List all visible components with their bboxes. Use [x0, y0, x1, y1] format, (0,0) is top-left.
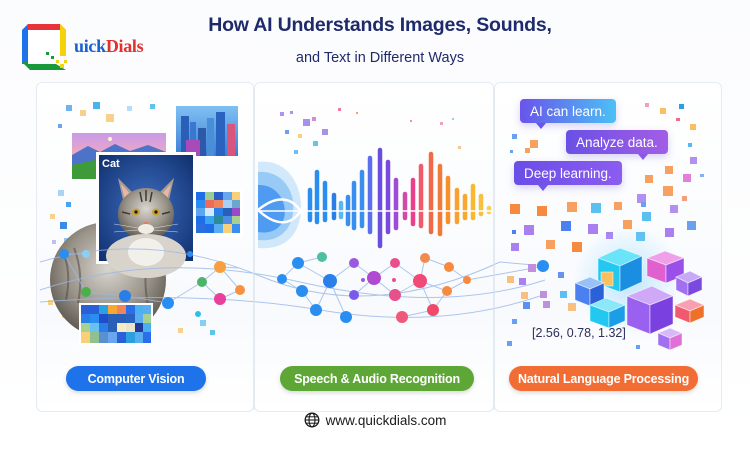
speech-bubble-1: AI can learn.	[520, 99, 616, 129]
logo-wordmark: uickDials	[74, 36, 144, 56]
nlp-node	[537, 260, 549, 272]
token-squares	[507, 103, 704, 349]
sound-wave-swirl	[257, 161, 331, 249]
embedding-vector: [2.56, 0.78, 1.32]	[532, 326, 626, 340]
audio-network-nodes	[277, 252, 471, 323]
label-nlp[interactable]: Natural Language Processing	[509, 366, 698, 391]
city-photo	[173, 103, 241, 159]
pixel-grid-bottom	[79, 303, 153, 346]
cat-face	[106, 178, 186, 278]
cv-network-nodes	[59, 249, 245, 317]
speech-bubble-3: Deep learning.	[514, 161, 622, 191]
footer: www.quickdials.com	[0, 412, 750, 428]
globe-icon	[304, 412, 320, 428]
pixel-grid-right	[193, 189, 243, 237]
label-computer-vision[interactable]: Computer Vision	[66, 366, 206, 391]
audio-bars	[307, 147, 492, 249]
audio-scatter-dots	[280, 108, 461, 154]
quickdials-logo[interactable]: uickDials	[20, 22, 170, 72]
cat-image-label: Cat	[102, 158, 120, 170]
speech-bubble-2: Analyze data.	[566, 130, 668, 160]
website-link[interactable]: www.quickdials.com	[325, 412, 447, 428]
page-title: How AI Understands Images, Sounds,	[208, 14, 552, 36]
label-speech-audio[interactable]: Speech & Audio Recognition	[280, 366, 474, 391]
panel-speech-audio	[254, 82, 494, 412]
embedding-cubes	[573, 247, 706, 351]
cat-photo	[96, 152, 196, 278]
page-subtitle: and Text in Different Ways	[295, 50, 465, 66]
logo-q-icon	[22, 24, 67, 70]
